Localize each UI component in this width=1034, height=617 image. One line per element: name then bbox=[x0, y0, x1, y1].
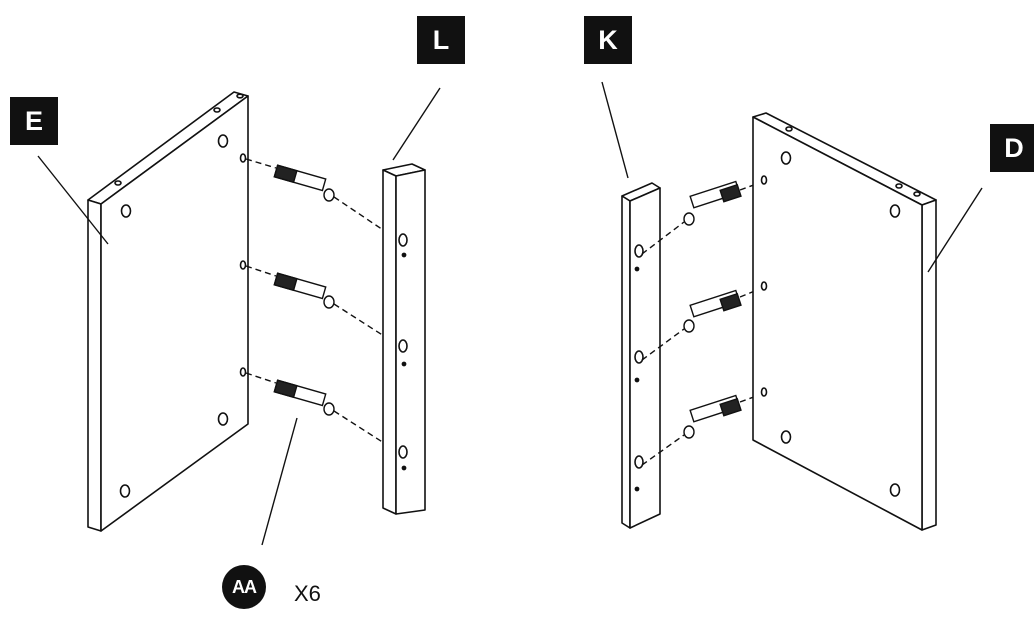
dowel bbox=[273, 164, 335, 202]
dowel bbox=[683, 180, 742, 226]
rail-k bbox=[621, 182, 661, 529]
hardware-badge-aa: AA bbox=[222, 565, 266, 609]
panel-e bbox=[87, 91, 249, 532]
panel-d bbox=[752, 112, 937, 531]
dowel bbox=[683, 394, 742, 439]
dowels-left bbox=[245, 158, 399, 453]
part-label-l: L bbox=[417, 16, 465, 64]
hardware-quantity: X6 bbox=[294, 581, 321, 606]
part-label-e: E bbox=[10, 97, 58, 145]
dowel bbox=[273, 272, 335, 309]
leader-lines bbox=[37, 81, 983, 546]
dowel bbox=[273, 379, 335, 416]
dowels-right bbox=[641, 180, 763, 466]
part-label-d: D bbox=[990, 124, 1034, 172]
part-label-k: K bbox=[584, 16, 632, 64]
rail-l bbox=[382, 163, 426, 515]
dowel bbox=[683, 289, 742, 333]
